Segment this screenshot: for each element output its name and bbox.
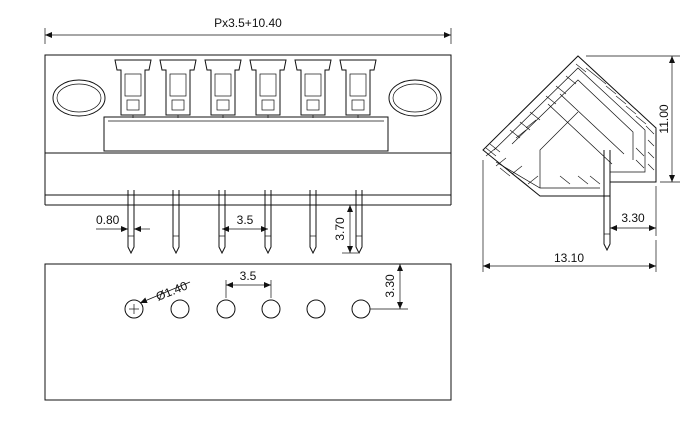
pin-holes: [124, 299, 371, 319]
pitch-dimension-bottom: 3.5: [225, 269, 272, 298]
side-pin-offset-dimension: 3.30: [610, 186, 657, 236]
side-depth-dimension: 13.10: [482, 160, 657, 272]
pitch-side-label: 3.5: [237, 213, 254, 227]
side-height-label: 11.00: [657, 104, 671, 133]
section-hatching: [485, 63, 655, 187]
side-view: 11.00 3.30 13.10: [482, 55, 680, 272]
hole-offset-label: 3.30: [383, 274, 397, 298]
pin-length-dimension: 3.70: [333, 204, 358, 254]
connector-body: [44, 54, 452, 206]
pitch-bottom-label: 3.5: [240, 269, 257, 283]
pitch-dimension-side: 3.5: [222, 213, 268, 232]
left-mount-oval: [52, 79, 106, 117]
right-mount-oval: [388, 79, 442, 117]
bottom-view: Ø1.40 3.5 3.30: [44, 263, 452, 401]
front-view: Px3.5+10.40: [44, 16, 452, 255]
pin-width-dimension: 0.80: [96, 213, 150, 232]
side-height-dimension: 11.00: [586, 55, 680, 183]
hole-diameter-label: Ø1.40: [154, 278, 190, 303]
hole-offset-dimension: 3.30: [370, 263, 408, 310]
overall-width-label: Px3.5+10.40: [214, 16, 282, 30]
side-depth-label: 13.10: [554, 251, 584, 265]
side-pin-offset-label: 3.30: [621, 211, 645, 225]
terminal-clamps: [114, 59, 377, 118]
pin-length-label: 3.70: [333, 217, 347, 241]
overall-width-dimension: Px3.5+10.40: [44, 16, 452, 44]
pin-width-label: 0.80: [96, 213, 120, 227]
